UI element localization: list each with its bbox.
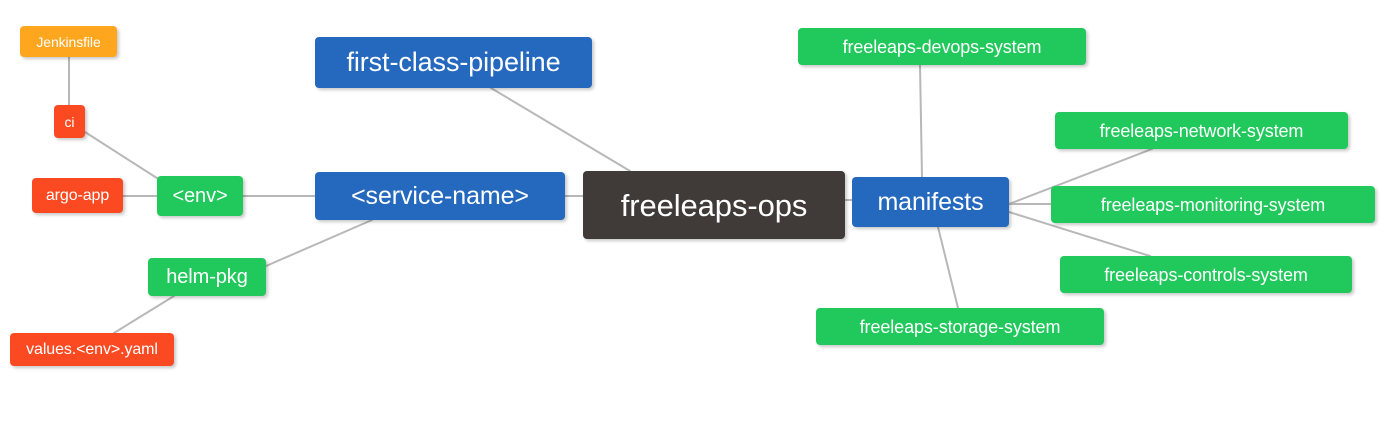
node-label-argo-app: argo-app: [45, 186, 110, 204]
node-jenkinsfile[interactable]: Jenkinsfile: [20, 26, 117, 57]
edge-ci-to-env: [84, 131, 161, 181]
edge-manifests-to-freeleaps-storage-system: [937, 226, 959, 309]
node-label-freeleaps-monitoring-system: freeleaps-monitoring-system: [1100, 194, 1326, 215]
node-label-freeleaps-storage-system: freeleaps-storage-system: [859, 316, 1061, 337]
edge-service-name-to-helm-pkg: [265, 219, 373, 267]
node-label-freeleaps-network-system: freeleaps-network-system: [1099, 120, 1304, 141]
node-label-ci: ci: [64, 113, 75, 130]
node-freeleaps-ops[interactable]: freeleaps-ops: [583, 171, 845, 239]
node-manifests[interactable]: manifests: [852, 177, 1009, 227]
node-argo-app[interactable]: argo-app: [32, 178, 123, 213]
node-values-yaml[interactable]: values.<env>.yaml: [10, 333, 174, 366]
node-freeleaps-storage-system[interactable]: freeleaps-storage-system: [816, 308, 1104, 345]
edge-manifests-to-freeleaps-devops-system: [919, 64, 923, 178]
node-label-values-yaml: values.<env>.yaml: [26, 340, 158, 358]
node-first-class-pipeline[interactable]: first-class-pipeline: [315, 37, 592, 88]
node-label-freeleaps-controls-system: freeleaps-controls-system: [1104, 264, 1308, 285]
node-freeleaps-network-system[interactable]: freeleaps-network-system: [1055, 112, 1348, 149]
node-helm-pkg[interactable]: helm-pkg: [148, 258, 266, 296]
node-service-name[interactable]: <service-name>: [315, 172, 565, 220]
node-label-manifests: manifests: [877, 187, 984, 216]
node-freeleaps-monitoring-system[interactable]: freeleaps-monitoring-system: [1051, 186, 1375, 223]
node-label-first-class-pipeline: first-class-pipeline: [346, 47, 561, 77]
node-env[interactable]: <env>: [157, 176, 243, 216]
node-label-service-name: <service-name>: [351, 181, 529, 210]
node-label-freeleaps-ops: freeleaps-ops: [620, 187, 808, 223]
edge-helm-pkg-to-values-yaml: [113, 295, 175, 334]
node-freeleaps-devops-system[interactable]: freeleaps-devops-system: [798, 28, 1086, 65]
node-label-freeleaps-devops-system: freeleaps-devops-system: [842, 36, 1042, 57]
node-label-jenkinsfile: Jenkinsfile: [36, 33, 101, 50]
node-label-helm-pkg: helm-pkg: [166, 266, 248, 288]
node-label-env: <env>: [172, 185, 228, 207]
node-freeleaps-controls-system[interactable]: freeleaps-controls-system: [1060, 256, 1352, 293]
node-ci[interactable]: ci: [54, 105, 85, 138]
edge-first-class-pipeline-to-freeleaps-ops: [490, 87, 631, 172]
